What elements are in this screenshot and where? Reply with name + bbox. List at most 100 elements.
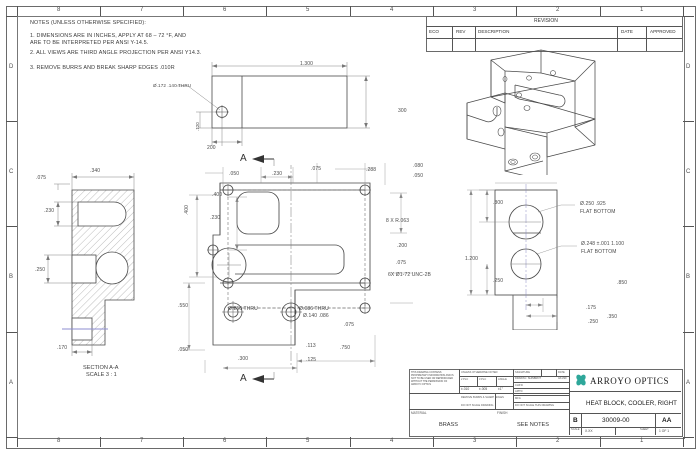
- top-view-geometry: [176, 62, 370, 146]
- tb-material-label: MATERIAL: [411, 411, 427, 415]
- zone-label-top-2: 2: [556, 7, 560, 13]
- tb-sig-header-date: DATE: [558, 370, 565, 374]
- front-dim-288: .288: [366, 167, 377, 173]
- tb-sig-row-drawn-name: J. SHINBROT: [525, 377, 542, 380]
- front-view-dimension-lines: [183, 163, 413, 373]
- right-cb2-flat: FLAT BOTTOM: [581, 249, 617, 255]
- tb-tol-label-angle: ANGLE: [498, 377, 507, 381]
- right-dim-300: .300: [493, 200, 504, 206]
- right-cb1-flat: FLAT BOTTOM: [580, 209, 616, 215]
- zone-label-left-A: A: [9, 380, 14, 386]
- tb-sig-row-drawn-date: 4/11/99: [558, 377, 567, 380]
- revision-col-approved: APPROVED: [650, 29, 676, 34]
- tb-tol-h2: [459, 386, 514, 387]
- title-block-outer: [409, 369, 683, 437]
- note-item-1b: ARE TO BE INTERPRETED PER ANSI Y-14.5.: [30, 40, 149, 46]
- note-item-1: 1. DIMENSIONS ARE IN INCHES, APPLY AT 68…: [30, 33, 187, 39]
- front-dim-400b: .400: [184, 204, 191, 216]
- tb-tol-v2: [496, 376, 497, 386]
- tb-tol-h1: [459, 376, 514, 377]
- tb-hline-5: [569, 427, 681, 428]
- isometric-view: [466, 49, 596, 175]
- revision-vline-4: [646, 26, 647, 51]
- tb-vline-7: [615, 427, 616, 435]
- front-dim-140: Ø.140 .086: [303, 313, 329, 319]
- tb-sig-h1: [513, 382, 570, 383]
- front-dim-750: .750: [340, 345, 351, 351]
- revision-title: REVISION: [534, 18, 558, 24]
- zone-label-bottom-3: 3: [473, 438, 477, 444]
- top-view-dim-height: 300: [398, 108, 407, 114]
- zone-label-bottom-2: 2: [556, 438, 560, 444]
- front-dim-113: .113: [306, 343, 316, 349]
- revision-col-date: DATE: [621, 29, 633, 34]
- right-cb2: Ø.248 ±.001 1.100: [581, 241, 625, 247]
- section-arrow-top: A: [240, 148, 247, 166]
- zone-label-bottom-8: 8: [57, 438, 61, 444]
- front-dim-075: .075: [311, 166, 322, 172]
- zone-label-top-3: 3: [473, 7, 477, 13]
- front-dim-125: .125: [306, 357, 317, 363]
- note-item-2: 2. ALL VIEWS ARE THIRD ANGLE PROJECTION …: [30, 50, 202, 56]
- tb-material-value: BRASS: [439, 422, 458, 428]
- tb-hline-1: [409, 393, 570, 394]
- revision-block: REVISION ECO REV DESCRIPTION DATE APPROV…: [426, 16, 683, 52]
- top-view-hole-callout: Ø.172 .140 THRU: [153, 83, 192, 88]
- tb-scale-label: SCALE: [571, 428, 580, 431]
- revision-vline-2: [475, 26, 476, 51]
- tb-sheet-value: 1 OF 1: [659, 429, 670, 433]
- zone-label-top-4: 4: [390, 7, 394, 13]
- revision-hline-1: [426, 26, 682, 27]
- tb-sig-h2: [513, 388, 570, 389]
- tb-scale-value: X.XX: [585, 429, 593, 433]
- section-label: SECTION A-A: [83, 365, 119, 371]
- tb-sig-row-noscale: DO NOT SCALE THIS DRAWING: [515, 404, 555, 407]
- tb-tol-value-angle: ±1°: [498, 387, 503, 391]
- front-dim-230b: .230: [210, 215, 221, 221]
- tb-tol-value-3plc: ±.005: [479, 387, 488, 391]
- tb-tol-note2: DO NOT SCALE DRAWING: [461, 403, 494, 407]
- front-dim-050-bottom: .050: [178, 347, 189, 353]
- right-dim-175: .175: [586, 305, 597, 311]
- section-dim-170: .170: [57, 345, 68, 351]
- right-cb1: Ø.250 .925: [580, 201, 606, 207]
- section-dim-340: .340: [90, 168, 101, 174]
- revision-outer: [426, 16, 683, 52]
- notes-heading: NOTES (UNLESS OTHERWISE SPECIFIED):: [30, 20, 146, 26]
- zone-label-top-5: 5: [306, 7, 310, 13]
- tb-sig-row-drawn-label: DRAWN: [515, 377, 525, 380]
- zone-label-left-C: C: [9, 169, 14, 175]
- zone-label-top-8: 8: [57, 7, 61, 13]
- front-dim-250-thru: Ø.250 THRU: [228, 306, 258, 312]
- revision-vline-3: [617, 26, 618, 51]
- front-dim-550: .550: [178, 303, 189, 309]
- tb-sheet-label: SHEET: [640, 428, 649, 431]
- front-dim-230: .230: [272, 171, 283, 177]
- section-dim-250: .250: [35, 267, 46, 273]
- tb-tol-label-2plc: 2 PLC: [461, 377, 469, 381]
- revision-vline-1: [452, 26, 453, 51]
- tb-vline-5: [581, 413, 582, 435]
- tb-sig-v2: [556, 369, 557, 376]
- right-dim-850: .850: [617, 280, 628, 286]
- front-dim-075r: .075: [396, 260, 407, 266]
- section-arrow-top-glyph: [252, 155, 275, 166]
- front-dim-050-right: .050: [413, 173, 424, 179]
- tb-hline-4: [569, 413, 681, 414]
- front-dim-080: .080: [413, 163, 424, 169]
- zone-label-left-D: D: [9, 64, 14, 70]
- tb-sig-h0: [513, 376, 570, 377]
- sheet-inner-border: [17, 16, 685, 439]
- zone-label-bottom-5: 5: [306, 438, 310, 444]
- front-dim-6x-unc: 6X Ø1-72 UNC-2B: [388, 272, 431, 278]
- right-dim-250: .250: [493, 278, 504, 284]
- zone-label-top-1: 1: [640, 7, 644, 13]
- tb-sig-v1: [541, 369, 542, 376]
- front-dim-8x-r063: 8 X R.063: [386, 218, 410, 224]
- front-dim-400a: .400: [212, 192, 223, 198]
- top-view-dim-length: 1.300: [300, 61, 314, 67]
- right-dim-350: .350: [607, 314, 618, 320]
- zone-label-right-D: D: [686, 64, 691, 70]
- front-dim-075b: .075: [344, 322, 355, 328]
